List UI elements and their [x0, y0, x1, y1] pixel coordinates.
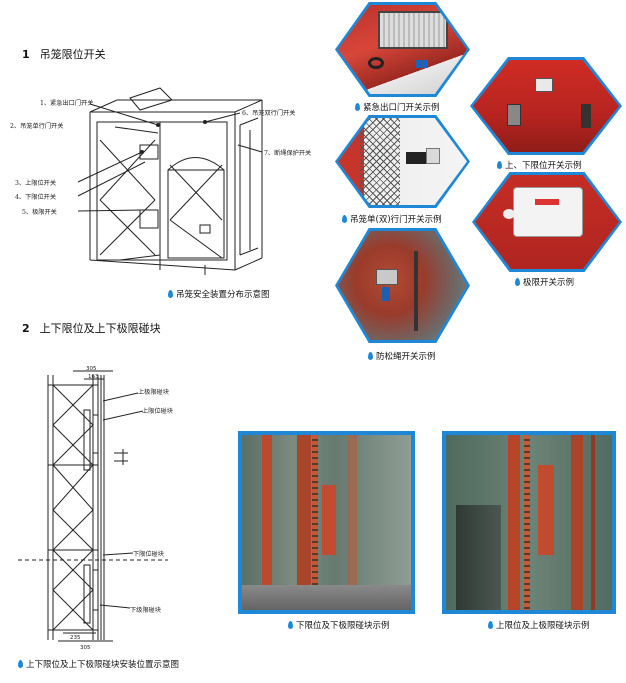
photo-caption-limit-switch-text: 上、下限位开关示例 [505, 161, 582, 171]
label-emergency-exit-switch: 1、紧急出口门开关 [40, 100, 94, 107]
label-broken-rope-switch: 7、断绳保护开关 [264, 150, 312, 157]
photo-final-limit-switch [472, 172, 622, 272]
photo-caption-slack-rope: 防松绳开关示例 [368, 350, 436, 362]
section2-title: 上下限位及上下极限碰块 [39, 322, 161, 335]
section1-number: 1 [22, 48, 30, 61]
photo-caption-door-switch: 吊笼单(双)行门开关示例 [342, 213, 442, 225]
diagram1-caption-text: 吊笼安全装置分布示意图 [176, 290, 270, 300]
label-lower-limit-switch: 4、下限位开关 [15, 194, 57, 201]
drop-bullet-icon [515, 278, 520, 286]
photo-caption-upper-limit-blocks-text: 上限位及上极限碰块示例 [496, 621, 590, 631]
drop-bullet-icon [355, 103, 360, 111]
photo-caption-upper-limit-blocks: 上限位及上极限碰块示例 [488, 619, 590, 631]
photo-caption-lower-limit-blocks-text: 下限位及下极限碰块示例 [296, 621, 390, 631]
cage-safety-diagram: 1、紧急出口门开关 2、吊笼单行门开关 3、上限位开关 4、下限位开关 5、极限… [0, 70, 330, 285]
diagram2-caption: 上下限位及上下极限碰块安装位置示意图 [18, 658, 179, 670]
diagram1-caption: 吊笼安全装置分布示意图 [168, 288, 270, 300]
drop-bullet-icon [488, 621, 493, 629]
photo-caption-lower-limit-blocks: 下限位及下极限碰块示例 [288, 619, 390, 631]
photo-slack-rope-switch [335, 228, 470, 343]
photo-upper-limit-blocks [442, 431, 616, 614]
photo-caption-door-switch-text: 吊笼单(双)行门开关示例 [350, 215, 442, 225]
drop-bullet-icon [168, 290, 173, 298]
drop-bullet-icon [497, 161, 502, 169]
photo-caption-emergency-exit-text: 紧急出口门开关示例 [363, 103, 440, 113]
photo-cage-door-switch [335, 115, 470, 208]
label-lower-limit-block: 下级限碰块 [130, 607, 161, 614]
photo-lower-limit-blocks [238, 431, 415, 614]
label-double-door-switch: 6、吊笼双行门开关 [242, 110, 296, 117]
label-final-limit-switch: 5、极限开关 [22, 209, 57, 216]
photo-upper-lower-limit-switch [470, 57, 622, 155]
cage-drawing [77, 87, 263, 275]
section2-number: 2 [22, 322, 30, 335]
drop-bullet-icon [368, 352, 373, 360]
photo-caption-slack-rope-text: 防松绳开关示例 [376, 352, 436, 362]
diagram2-caption-text: 上下限位及上下极限碰块安装位置示意图 [26, 660, 180, 670]
section1-title: 吊笼限位开关 [39, 48, 106, 61]
photo-caption-emergency-exit: 紧急出口门开关示例 [355, 101, 440, 113]
label-upper-limit-switch: 3、上限位开关 [15, 180, 57, 187]
dim-305-bottom: 305 [80, 645, 91, 650]
mast-blocks-diagram: 305 163 235 305 上极限碰块 上限位碰块 下限位碰块 下级限碰块 [18, 365, 218, 651]
mast-drawing: 305 163 235 305 [18, 366, 168, 651]
dim-163: 163 [88, 374, 99, 380]
drop-bullet-icon [288, 621, 293, 629]
photo-emergency-exit-switch [335, 2, 470, 97]
label-upper-position-block: 上限位碰块 [142, 408, 173, 415]
drop-bullet-icon [18, 660, 23, 668]
label-upper-limit-block: 上极限碰块 [138, 389, 169, 396]
dim-305-top: 305 [86, 366, 97, 372]
photo-caption-final-limit-text: 极限开关示例 [523, 278, 575, 288]
photo-caption-final-limit: 极限开关示例 [515, 276, 574, 288]
section2-heading: 2 上下限位及上下极限碰块 [22, 320, 161, 336]
label-lower-position-block: 下限位碰块 [133, 551, 164, 558]
dim-235: 235 [70, 635, 81, 641]
photo-caption-limit-switch: 上、下限位开关示例 [497, 159, 582, 171]
drop-bullet-icon [342, 215, 347, 223]
section1-heading: 1 吊笼限位开关 [22, 46, 106, 62]
label-single-door-switch: 2、吊笼单行门开关 [10, 123, 64, 130]
